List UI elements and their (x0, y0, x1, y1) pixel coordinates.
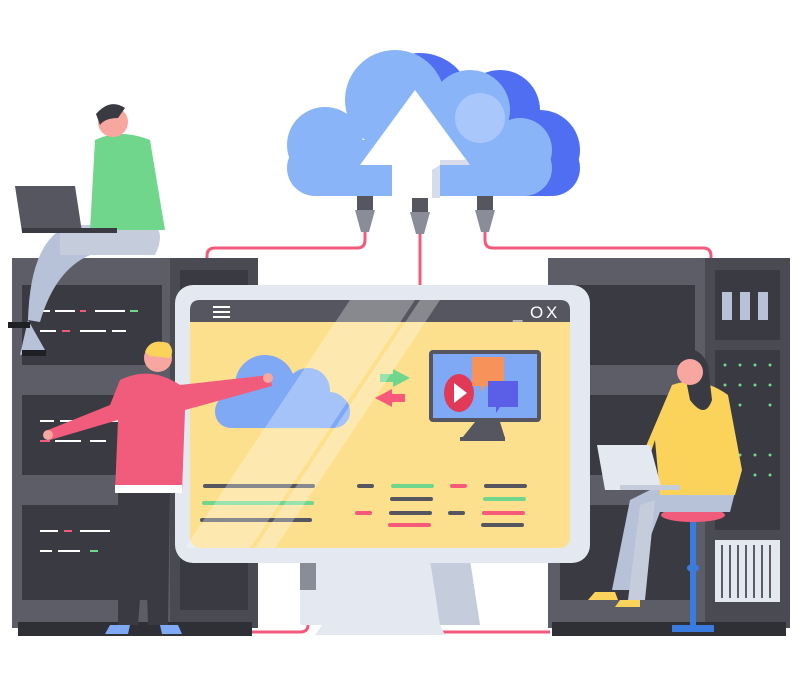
cloud-connectors (355, 196, 495, 234)
menu-icon[interactable] (213, 306, 230, 318)
person-seated-right (588, 349, 742, 632)
main-monitor: _ O X (175, 285, 590, 635)
small-monitor-icon (429, 350, 541, 441)
chat-bubble-icon (472, 357, 518, 413)
cables (205, 230, 713, 634)
glass-reflection (185, 300, 440, 548)
person-with-laptop-left (8, 104, 165, 356)
close-button[interactable]: X (546, 303, 557, 322)
maximize-button[interactable]: O (530, 303, 543, 322)
screen-text-lines (200, 484, 527, 527)
person-pointing (43, 341, 273, 634)
cloud-upload-icon (287, 50, 580, 198)
minimize-button[interactable]: _ (512, 303, 523, 322)
play-icon (444, 374, 474, 412)
transfer-arrows-icon (375, 369, 410, 407)
